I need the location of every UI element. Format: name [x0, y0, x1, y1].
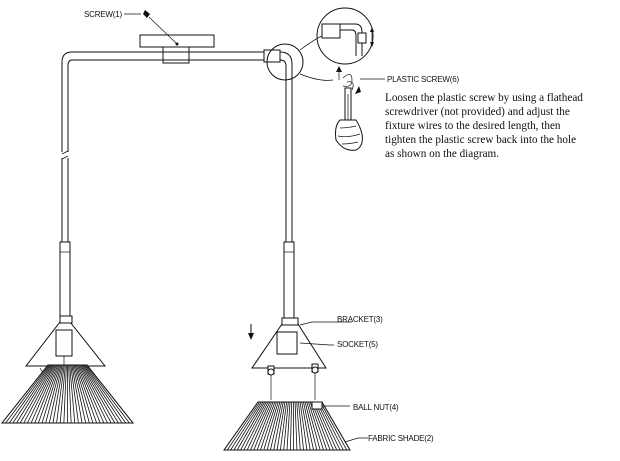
socket-label: SOCKET(5)	[337, 340, 378, 349]
left-wire	[62, 70, 68, 242]
ball-nut-label: BALL NUT(4)	[353, 403, 399, 412]
instruction-line: tighten the plastic screw back into the …	[385, 134, 576, 146]
instructions: Loosen the plastic screw by using a flat…	[385, 92, 583, 160]
left-fabric-shade	[2, 365, 133, 423]
canopy	[140, 35, 214, 63]
plastic-screw-label: PLASTIC SCREW(6)	[387, 75, 459, 84]
right-fabric-shade	[224, 402, 350, 450]
left-pendant-stem	[60, 242, 70, 324]
fabric-shade-leader	[345, 438, 368, 442]
instruction-line: as shown on the diagram.	[385, 148, 499, 160]
right-bracket	[252, 318, 326, 400]
screw-label: SCREW(1)	[84, 10, 122, 19]
screw-part	[143, 10, 150, 18]
right-pendant-stem	[284, 242, 294, 326]
arrow-down-icon	[248, 324, 254, 340]
circle-magnifier-icon	[267, 8, 374, 80]
instruction-line: fixture wires to the desired length, the…	[385, 120, 561, 132]
fabric-shade-label: FABRIC SHADE(2)	[368, 434, 434, 443]
instruction-line: screwdriver (not provided) and adjust th…	[385, 106, 570, 118]
bracket-label: BRACKET(3)	[337, 315, 383, 324]
right-wire	[286, 72, 292, 242]
instruction-line: Loosen the plastic screw by using a flat…	[385, 92, 583, 104]
hand-screwdriver-icon	[336, 66, 363, 150]
